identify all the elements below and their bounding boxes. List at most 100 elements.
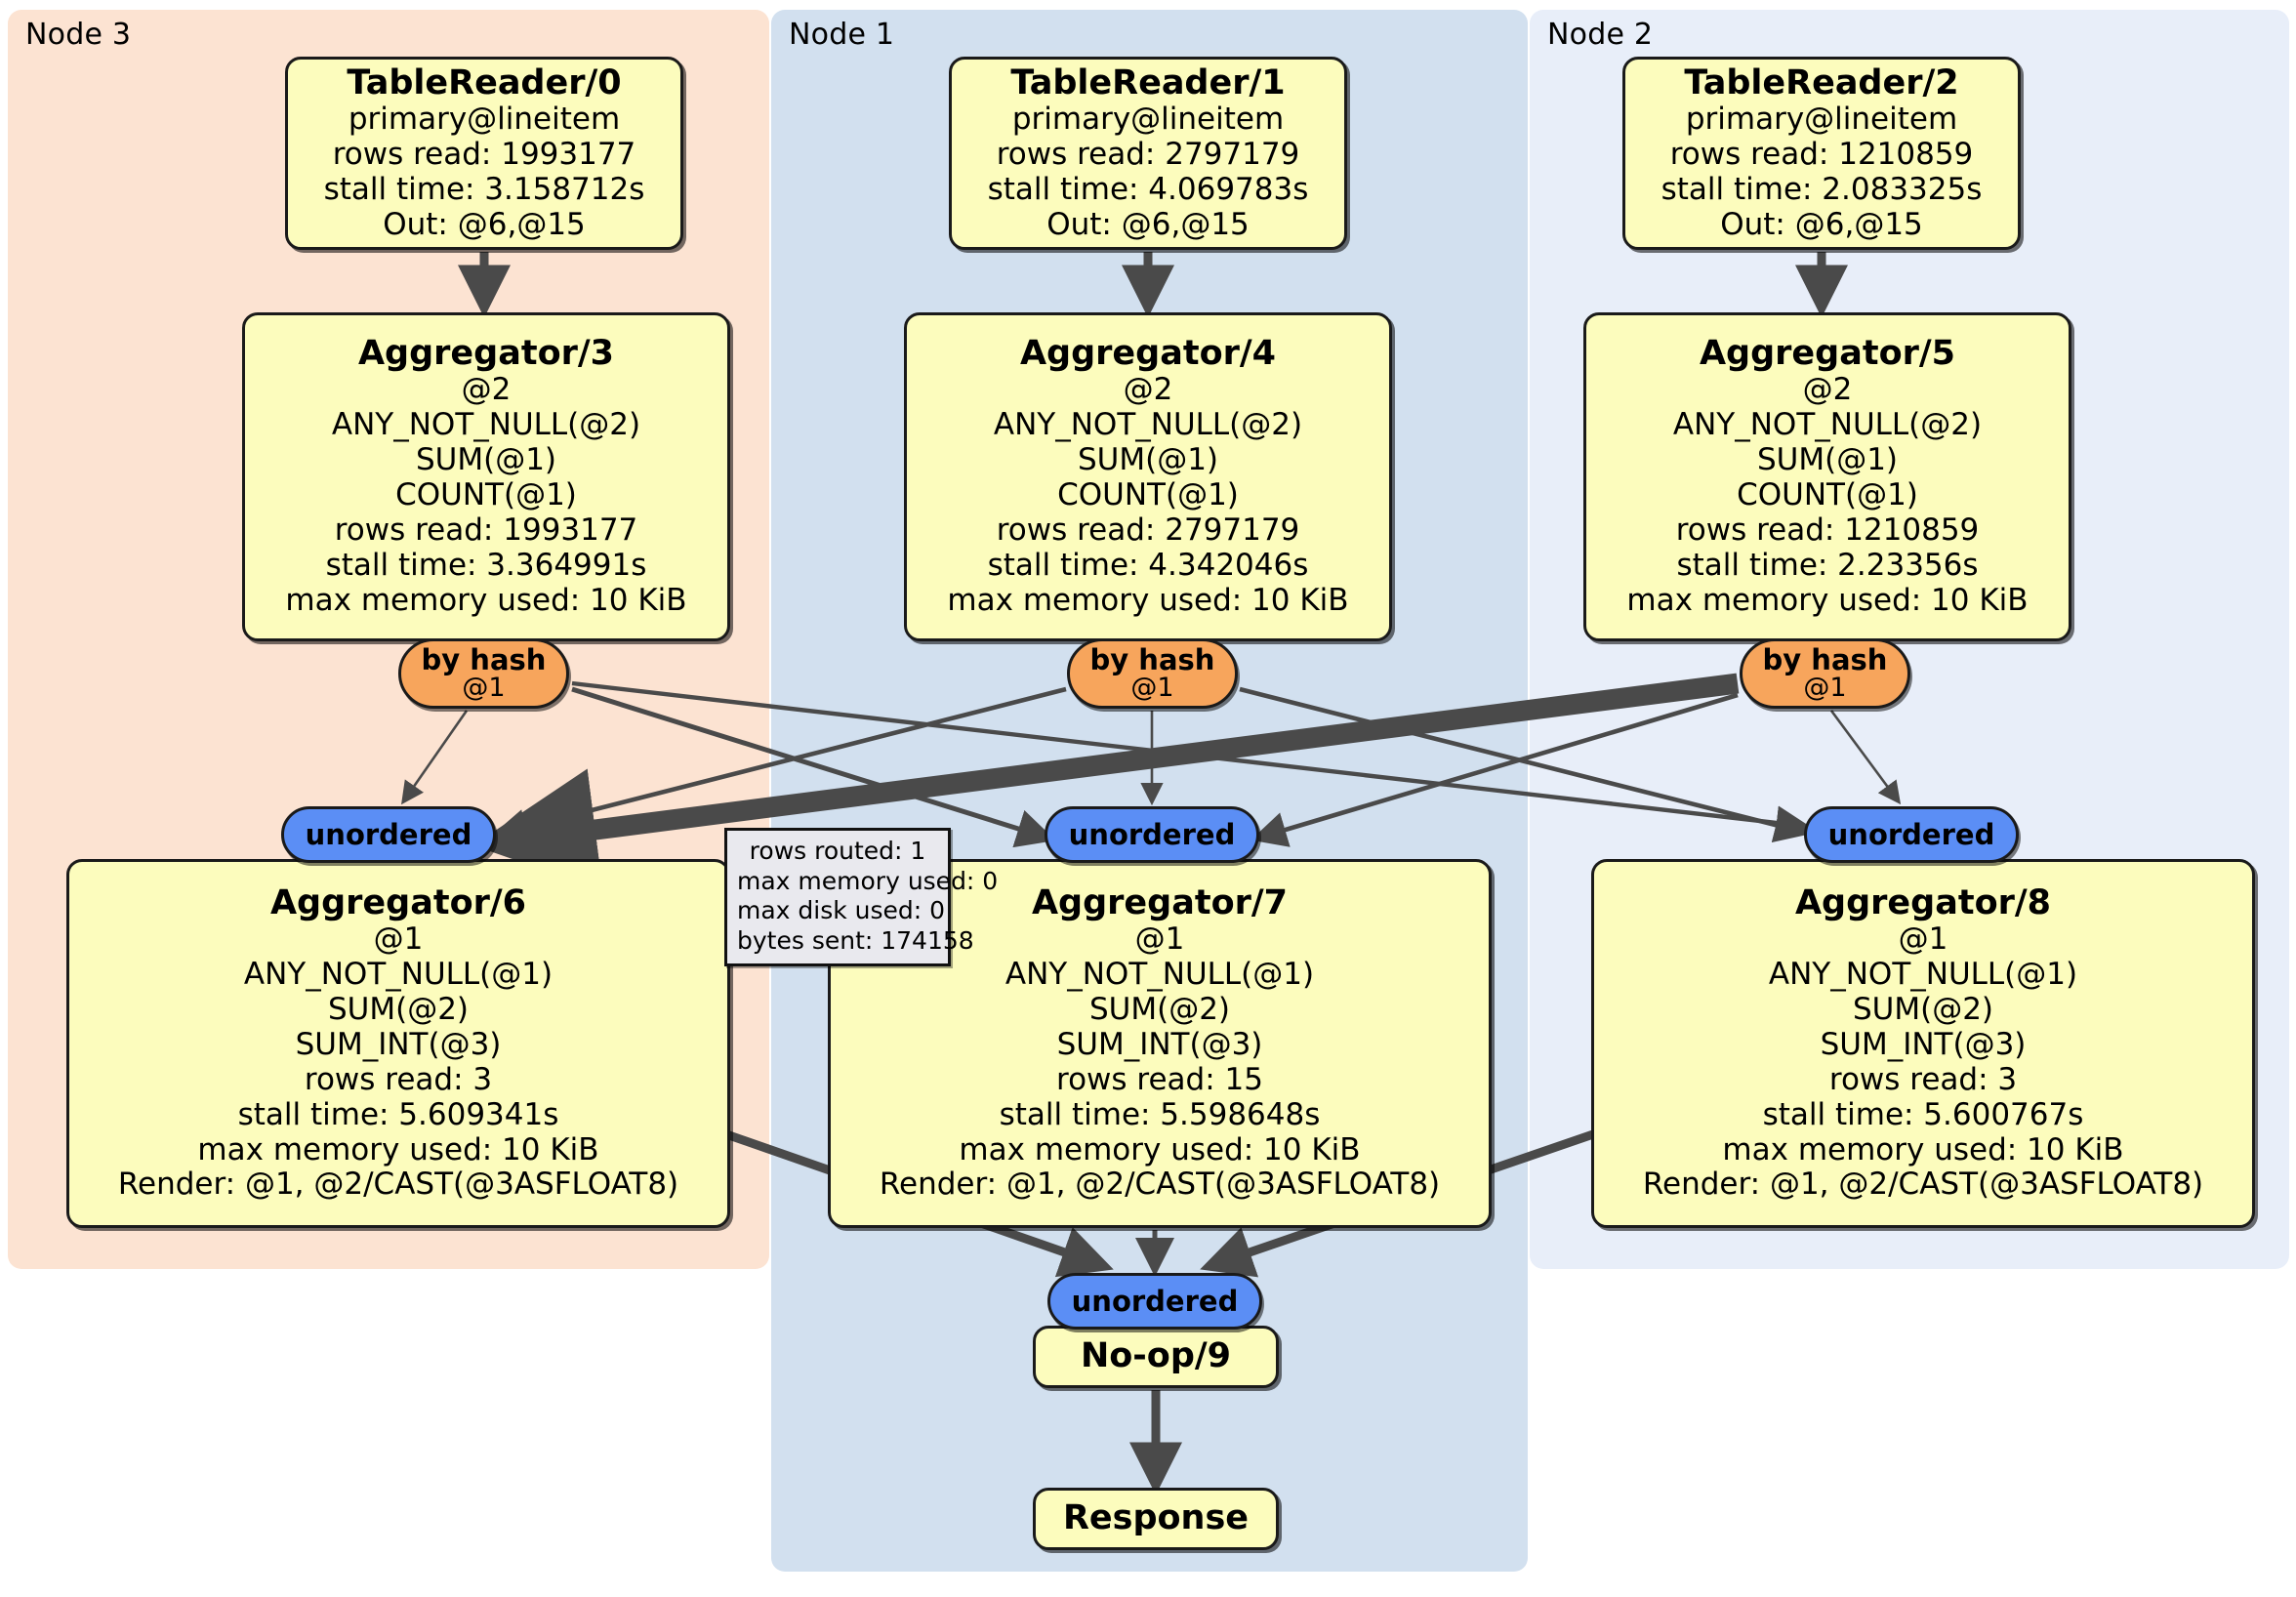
processor-detail: SUM(@1) <box>1077 442 1219 478</box>
processor-title: TableReader/1 <box>1010 62 1286 102</box>
processor-detail: rows read: 3 <box>1828 1061 2018 1097</box>
processor-detail: rows read: 1210859 <box>1669 136 1974 172</box>
processor-detail: primary@lineitem <box>348 101 621 137</box>
processor-detail: COUNT(@1) <box>1737 477 1918 513</box>
processor-title: Aggregator/4 <box>1019 334 1277 374</box>
stream-unordered-7[interactable]: unordered <box>1045 806 1259 863</box>
processor-title: TableReader/0 <box>347 62 622 102</box>
processor-detail: COUNT(@1) <box>395 477 577 513</box>
processor-detail: @2 <box>461 372 512 408</box>
processor-detail: max memory used: 10 KiB <box>947 582 1349 618</box>
processor-detail: max memory used: 10 KiB <box>197 1131 599 1167</box>
processor-detail: rows read: 2797179 <box>996 512 1300 549</box>
stream-stat-line: max memory used: 0 <box>737 866 999 895</box>
processor-detail: rows read: 3 <box>304 1061 493 1097</box>
processor-detail: stall time: 2.083325s <box>1660 171 1983 207</box>
processor-detail: ANY_NOT_NULL(@2) <box>331 407 641 443</box>
processor-detail: ANY_NOT_NULL(@1) <box>243 956 554 992</box>
processor-detail: rows read: 1210859 <box>1675 512 1980 549</box>
processor-detail: stall time: 5.598648s <box>999 1096 1321 1132</box>
processor-detail: SUM_INT(@3) <box>1820 1026 2027 1062</box>
processor-detail: rows read: 2797179 <box>996 136 1300 172</box>
processor-detail: SUM(@2) <box>1852 991 1994 1027</box>
processor-detail: stall time: 4.069783s <box>987 171 1309 207</box>
stream-stat-line: rows routed: 1 <box>749 837 926 865</box>
processor-detail: rows read: 1993177 <box>334 512 638 549</box>
processor-detail: @2 <box>1802 372 1853 408</box>
processor-detail: SUM(@1) <box>415 442 557 478</box>
processor-detail: max memory used: 10 KiB <box>285 582 687 618</box>
processor-detail: @2 <box>1123 372 1173 408</box>
router-column: @1 <box>1803 673 1847 704</box>
router-by-hash-4[interactable]: by hash @1 <box>1067 638 1238 709</box>
processor-aggregator-3[interactable]: Aggregator/3 @2 ANY_NOT_NULL(@2) SUM(@1)… <box>242 312 730 641</box>
cluster-label-node-3: Node 3 <box>25 18 132 52</box>
processor-aggregator-6[interactable]: Aggregator/6 @1 ANY_NOT_NULL(@1) SUM(@2)… <box>66 859 730 1228</box>
stream-unordered-8[interactable]: unordered <box>1804 806 2019 863</box>
stream-label: unordered <box>305 817 472 851</box>
processor-detail: Out: @6,@15 <box>383 206 586 242</box>
processor-detail: SUM(@2) <box>1088 991 1231 1027</box>
stream-label: unordered <box>1827 817 1995 851</box>
router-label: by hash <box>1089 642 1215 676</box>
processor-detail: stall time: 4.342046s <box>987 548 1309 584</box>
processor-detail: Render: @1, @2/CAST(@3ASFLOAT8) <box>1642 1167 2204 1203</box>
stream-stats-tooltip: rows routed: 1 max memory used: 0 max di… <box>724 828 999 966</box>
router-column: @1 <box>462 673 506 704</box>
processor-detail: Out: @6,@15 <box>1720 206 1923 242</box>
processor-detail: ANY_NOT_NULL(@1) <box>1768 956 2078 992</box>
processor-detail: ANY_NOT_NULL(@2) <box>1672 407 1983 443</box>
stream-stat-line: max disk used: 0 <box>737 896 946 924</box>
processor-detail: @1 <box>373 921 424 957</box>
processor-title: No-op/9 <box>1080 1336 1232 1376</box>
processor-detail: stall time: 5.609341s <box>237 1096 559 1132</box>
processor-tablereader-1[interactable]: TableReader/1 primary@lineitem rows read… <box>949 57 1347 250</box>
stream-unordered-6[interactable]: unordered <box>281 806 496 863</box>
router-by-hash-5[interactable]: by hash @1 <box>1740 638 1910 709</box>
processor-title: Aggregator/3 <box>357 334 615 374</box>
processor-detail: rows read: 1993177 <box>332 136 636 172</box>
router-label: by hash <box>421 642 547 676</box>
processor-response[interactable]: Response <box>1033 1488 1279 1550</box>
processor-detail: rows read: 15 <box>1056 1061 1263 1097</box>
processor-detail: stall time: 3.158712s <box>323 171 645 207</box>
processor-aggregator-5[interactable]: Aggregator/5 @2 ANY_NOT_NULL(@2) SUM(@1)… <box>1583 312 2071 641</box>
router-by-hash-3[interactable]: by hash @1 <box>398 638 569 709</box>
processor-title: Aggregator/8 <box>1794 882 2052 922</box>
processor-detail: Render: @1, @2/CAST(@3ASFLOAT8) <box>879 1167 1441 1203</box>
processor-detail: @1 <box>1134 921 1185 957</box>
router-label: by hash <box>1762 642 1888 676</box>
processor-no-op-9[interactable]: No-op/9 <box>1033 1326 1279 1388</box>
processor-tablereader-0[interactable]: TableReader/0 primary@lineitem rows read… <box>285 57 683 250</box>
processor-detail: primary@lineitem <box>1685 101 1958 137</box>
processor-detail: primary@lineitem <box>1011 101 1285 137</box>
processor-detail: @1 <box>1898 921 1948 957</box>
processor-detail: SUM_INT(@3) <box>1056 1026 1263 1062</box>
processor-detail: stall time: 3.364991s <box>325 548 647 584</box>
router-column: @1 <box>1130 673 1174 704</box>
processor-detail: stall time: 5.600767s <box>1762 1096 2084 1132</box>
stream-unordered-9[interactable]: unordered <box>1047 1273 1262 1330</box>
processor-title: Aggregator/5 <box>1699 334 1956 374</box>
stream-label: unordered <box>1071 1284 1239 1318</box>
processor-detail: SUM_INT(@3) <box>295 1026 502 1062</box>
processor-detail: stall time: 2.23356s <box>1676 548 1979 584</box>
cluster-label-node-2: Node 2 <box>1547 18 1654 52</box>
processor-detail: max memory used: 10 KiB <box>1626 582 2029 618</box>
processor-tablereader-2[interactable]: TableReader/2 primary@lineitem rows read… <box>1622 57 2021 250</box>
processor-detail: ANY_NOT_NULL(@1) <box>1004 956 1315 992</box>
processor-title: Aggregator/7 <box>1031 882 1289 922</box>
processor-title: TableReader/2 <box>1684 62 1959 102</box>
stream-stat-line: bytes sent: 174158 <box>737 925 974 955</box>
processor-detail: ANY_NOT_NULL(@2) <box>993 407 1303 443</box>
processor-detail: SUM(@1) <box>1756 442 1899 478</box>
processor-title: Aggregator/6 <box>269 882 527 922</box>
stream-label: unordered <box>1068 817 1236 851</box>
processor-aggregator-8[interactable]: Aggregator/8 @1 ANY_NOT_NULL(@1) SUM(@2)… <box>1591 859 2255 1228</box>
cluster-label-node-1: Node 1 <box>789 18 895 52</box>
processor-aggregator-4[interactable]: Aggregator/4 @2 ANY_NOT_NULL(@2) SUM(@1)… <box>904 312 1392 641</box>
processor-detail: SUM(@2) <box>327 991 470 1027</box>
processor-detail: max memory used: 10 KiB <box>959 1131 1361 1167</box>
processor-detail: Render: @1, @2/CAST(@3ASFLOAT8) <box>117 1167 679 1203</box>
